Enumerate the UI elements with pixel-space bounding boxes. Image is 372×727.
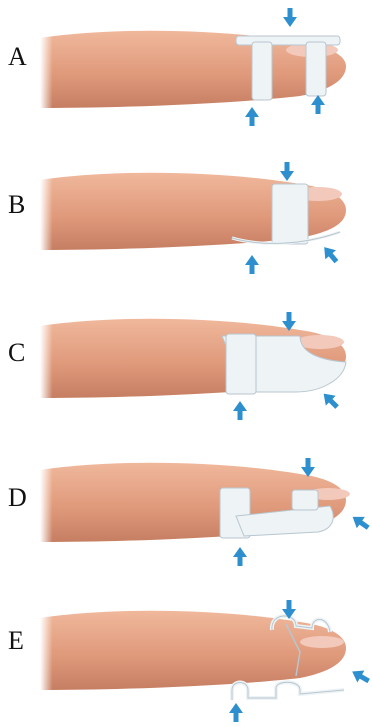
arrow-icon: [311, 95, 325, 114]
panel-b-figure: [40, 162, 346, 274]
arrow-icon: [319, 243, 342, 267]
arrow-icon: [229, 703, 243, 722]
arrow-icon: [245, 255, 259, 274]
arrow-icon: [319, 389, 342, 412]
arrow-icon: [280, 162, 294, 181]
panel-e-figure: [40, 600, 372, 722]
panel-d-figure: [40, 458, 372, 566]
arrow-icon: [349, 511, 372, 533]
arrow-icon: [245, 107, 259, 126]
arrow-icon: [301, 458, 315, 477]
arrow-icon: [349, 665, 372, 687]
panel-a-figure: [40, 8, 346, 126]
arrow-icon: [283, 8, 297, 27]
panel-c-figure: [40, 312, 346, 420]
arrow-icon: [233, 401, 247, 420]
arrow-icon: [233, 547, 247, 566]
